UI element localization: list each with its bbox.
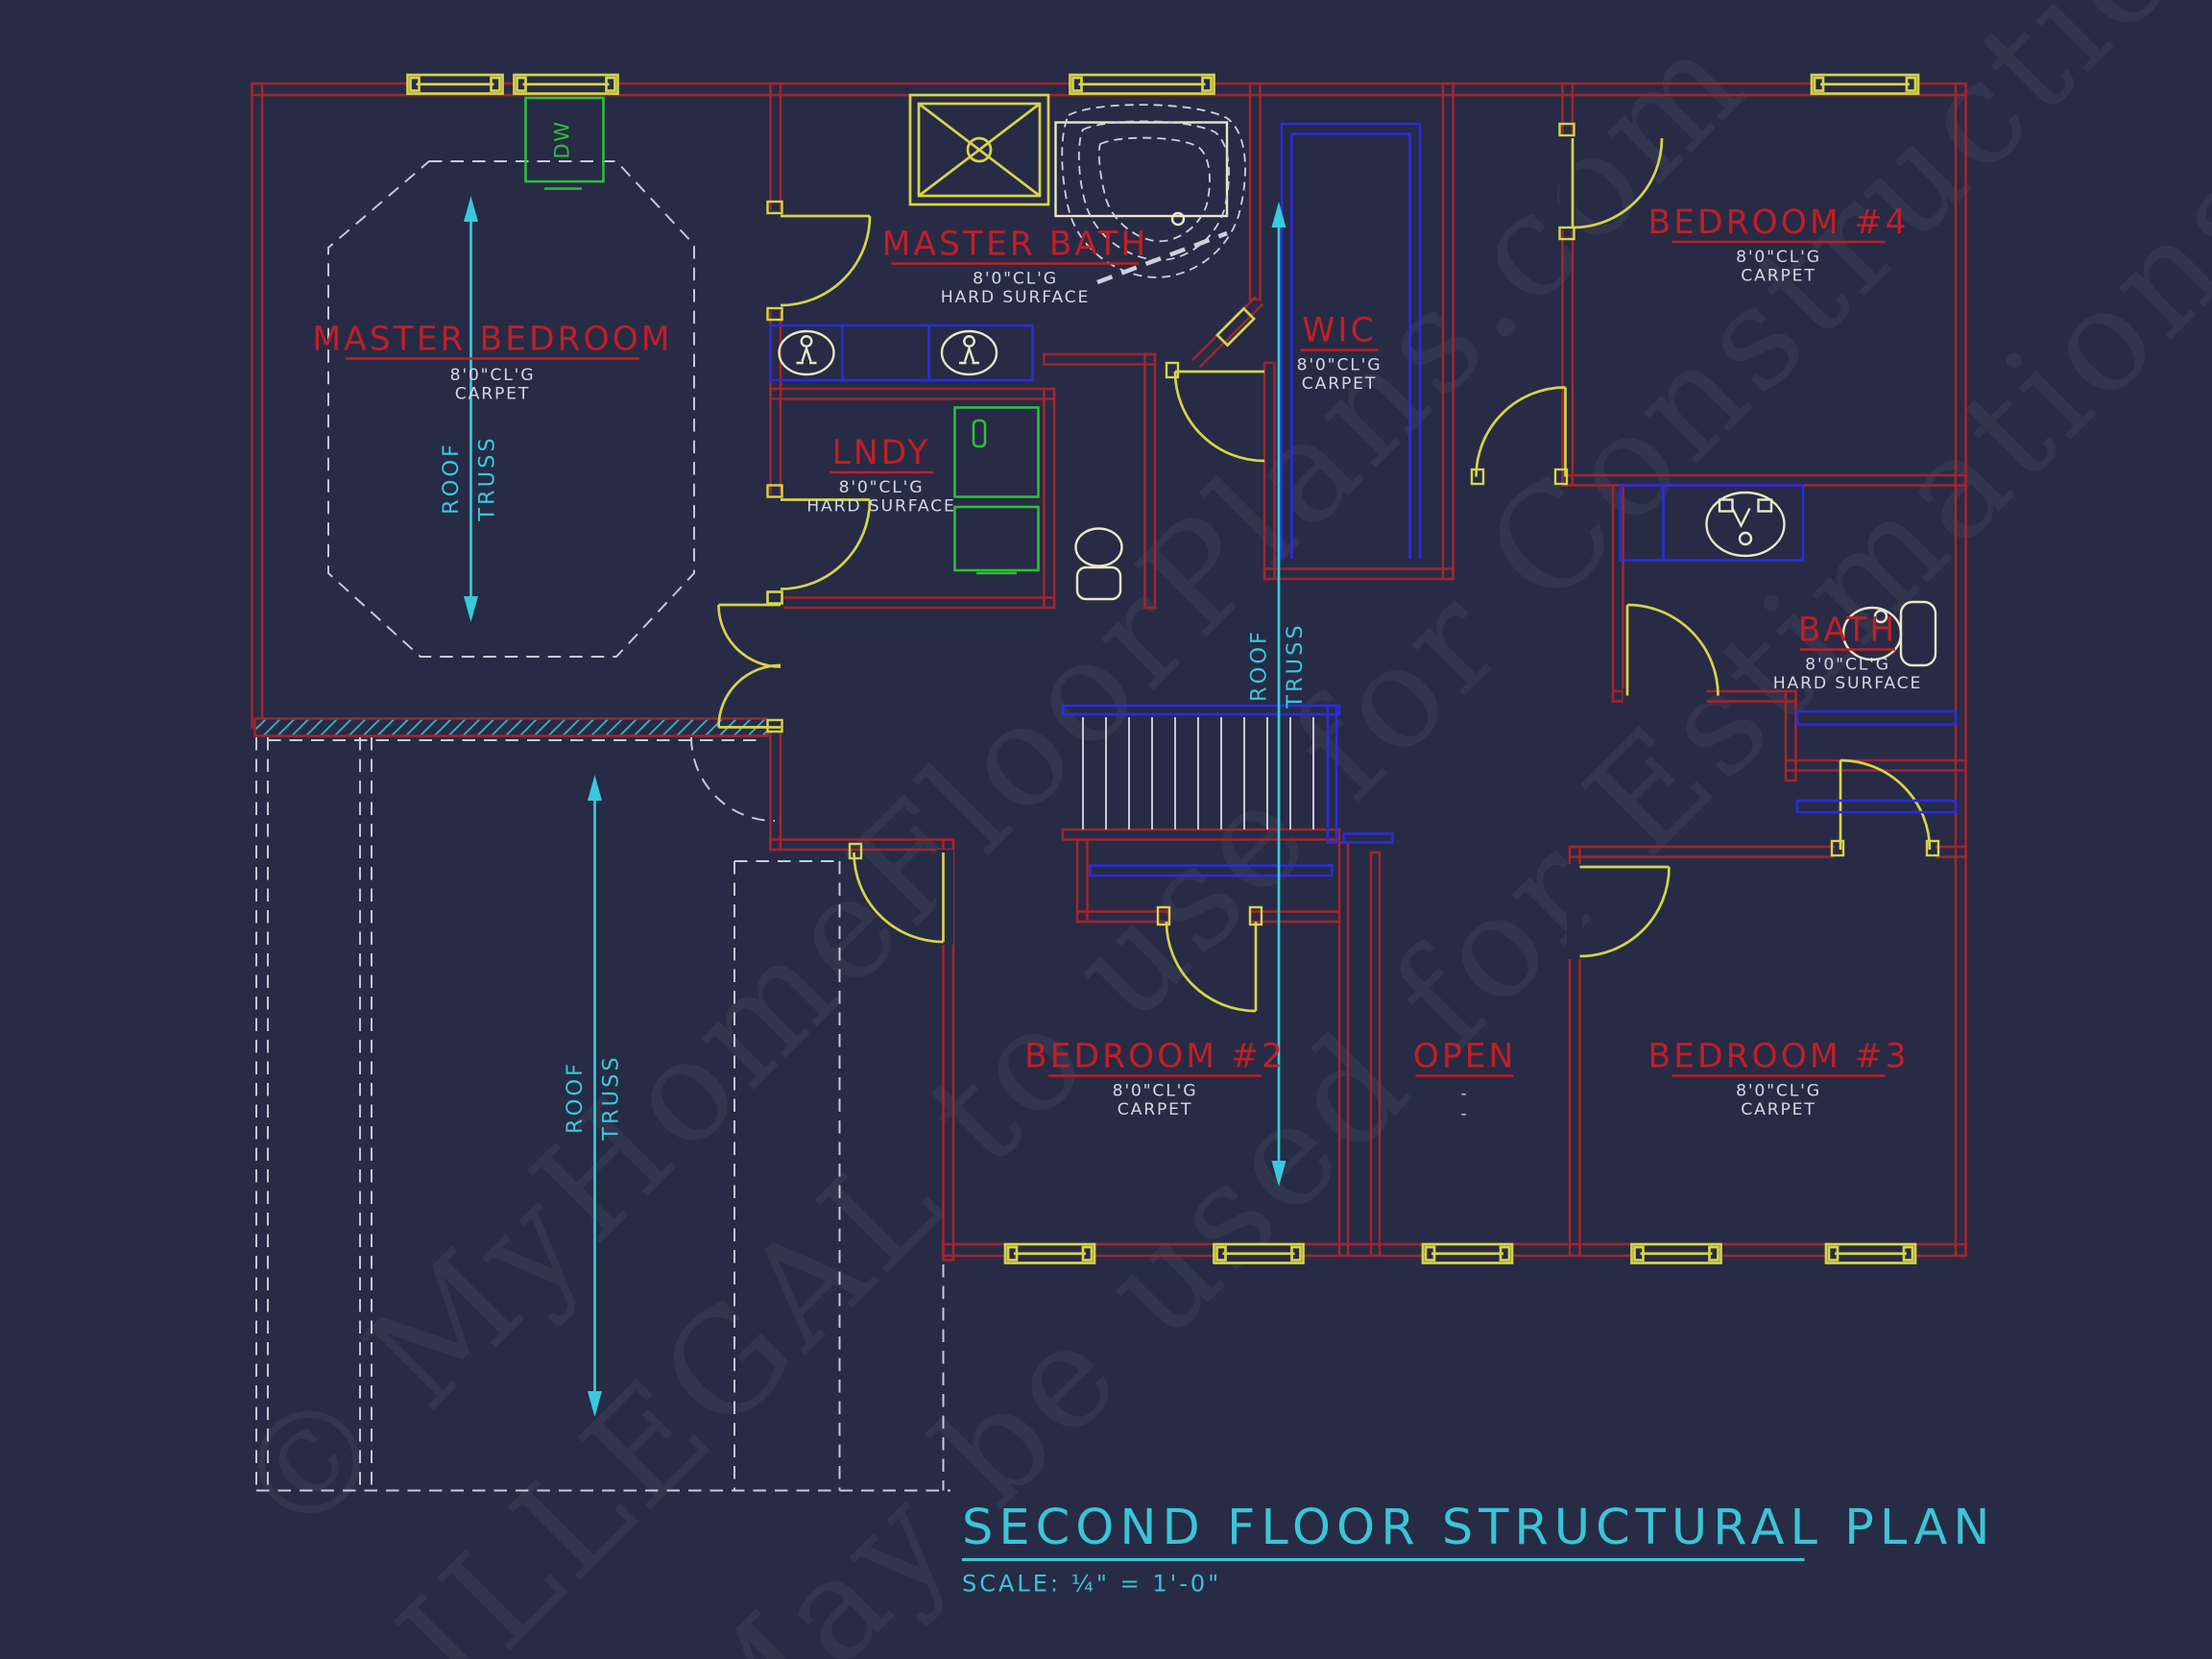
window: [1824, 1242, 1917, 1264]
truss-label: TRUSS: [475, 435, 500, 521]
svg-text:8'0"CL'G: 8'0"CL'G: [973, 270, 1058, 289]
dashed-door-swing: [690, 736, 776, 822]
stairs: [1061, 704, 1394, 878]
svg-text:CARPET: CARPET: [1741, 1100, 1815, 1119]
svg-text:8'0"CL'G: 8'0"CL'G: [839, 478, 925, 497]
roof-truss-annotations: ROOF TRUSS ROOF TRUSS ROOF TRUSS: [439, 196, 1308, 1417]
svg-text:8'0"CL'G: 8'0"CL'G: [1736, 248, 1821, 267]
door-bedroom2: [1156, 905, 1263, 1013]
door-bedroom3: [1579, 865, 1671, 958]
sink: [778, 329, 835, 376]
room-label-lndy: LNDY 8'0"CL'G HARD SURFACE: [806, 434, 955, 517]
svg-text:CARPET: CARPET: [1302, 374, 1377, 394]
door-hall-to-bath: [1470, 386, 1569, 486]
door-bath: [1625, 603, 1719, 696]
svg-text:WIC: WIC: [1302, 312, 1376, 350]
sink: [940, 329, 998, 376]
toilet: [1074, 527, 1123, 601]
svg-text:LNDY: LNDY: [832, 434, 931, 472]
shower: [908, 93, 1050, 206]
svg-text:MASTER BATH: MASTER BATH: [882, 226, 1149, 264]
svg-text:CARPET: CARPET: [455, 385, 530, 404]
window: [1069, 73, 1215, 95]
room-label-bedroom4: BEDROOM #4 8'0"CL'G CARPET: [1648, 204, 1910, 286]
svg-text:HARD SURFACE: HARD SURFACE: [1773, 674, 1922, 693]
roof-label: ROOF: [439, 442, 464, 515]
windows: [406, 73, 1920, 1264]
window: [1810, 73, 1920, 95]
room-label-master-bath: MASTER BATH 8'0"CL'G HARD SURFACE: [882, 226, 1149, 307]
stair-handrail: [1089, 864, 1334, 878]
master-bedroom-roof-octagon: [327, 160, 695, 658]
closet-shelf: [1795, 799, 1958, 814]
svg-text:OPEN: OPEN: [1413, 1038, 1517, 1076]
drawing-title-block: SECOND FLOOR STRUCTURAL PLAN SCALE: ¼" =…: [962, 1500, 1996, 1598]
wic-shelving: [1280, 122, 1422, 559]
roof-label: ROOF: [1247, 629, 1272, 702]
room-label-bath: BATH 8'0"CL'G HARD SURFACE: [1773, 612, 1922, 694]
svg-text:HARD SURFACE: HARD SURFACE: [806, 497, 955, 517]
room-label-bedroom2: BEDROOM #2 8'0"CL'G CARPET: [1024, 1038, 1286, 1120]
svg-text:8'0"CL'G: 8'0"CL'G: [1113, 1082, 1198, 1101]
linen-shelf: [1795, 709, 1958, 726]
room-label-bedroom3: BEDROOM #3 8'0"CL'G CARPET: [1648, 1038, 1910, 1120]
svg-text:HARD SURFACE: HARD SURFACE: [941, 288, 1090, 307]
svg-text:-: -: [1460, 1085, 1468, 1104]
door-bedroom3-closet: [1830, 758, 1940, 857]
svg-text:8'0"CL'G: 8'0"CL'G: [1805, 656, 1890, 675]
svg-text:BEDROOM #3: BEDROOM #3: [1648, 1038, 1910, 1076]
fixtures: DW: [524, 93, 1958, 814]
truss-label: TRUSS: [599, 1054, 624, 1141]
window: [1421, 1242, 1514, 1264]
window: [513, 73, 619, 95]
room-label-wic: WIC 8'0"CL'G CARPET: [1297, 312, 1382, 395]
roof-outline-dashed: [255, 160, 950, 1492]
window: [1003, 1242, 1096, 1264]
dw-unit: DW: [524, 96, 605, 190]
svg-text:BEDROOM #2: BEDROOM #2: [1024, 1038, 1286, 1076]
truss-arrow-center: ROOF TRUSS: [1247, 202, 1308, 1187]
hatched-bearing-wall: [253, 717, 769, 737]
svg-text:MASTER BEDROOM: MASTER BEDROOM: [312, 321, 672, 359]
svg-text:CARPET: CARPET: [1741, 267, 1815, 286]
drawing-scale: SCALE: ¼" = 1'-0": [962, 1571, 1221, 1598]
door-bedroom4: [1558, 122, 1664, 241]
truss-label: TRUSS: [1283, 622, 1308, 709]
dw-label: DW: [551, 121, 574, 159]
door-wic: [1165, 361, 1265, 463]
door-hall-bedroom2: [848, 842, 945, 944]
window: [1630, 1242, 1722, 1264]
window: [406, 73, 504, 95]
room-labels: MASTER BEDROOM 8'0"CL'G CARPET MASTER BA…: [312, 204, 1922, 1124]
sink: [1705, 491, 1786, 558]
truss-arrow-master-bedroom: ROOF TRUSS: [439, 196, 500, 622]
roof-label: ROOF: [563, 1061, 588, 1134]
door-master-bedroom-double: [717, 590, 783, 733]
lower-roof-dashed-lines: [255, 737, 950, 1492]
room-label-master-bedroom: MASTER BEDROOM 8'0"CL'G CARPET: [312, 321, 672, 404]
drawing-title: SECOND FLOOR STRUCTURAL PLAN: [962, 1500, 1996, 1556]
corner-window: [1214, 306, 1257, 348]
master-vanity: [769, 324, 1034, 382]
washer-dryer: [953, 406, 1040, 575]
doors: [717, 122, 1940, 1013]
window: [1213, 1242, 1305, 1264]
door-master-closet: [766, 484, 872, 605]
svg-text:BEDROOM #4: BEDROOM #4: [1648, 204, 1910, 242]
room-label-open: OPEN - -: [1413, 1038, 1517, 1124]
door-master-bath: [766, 200, 872, 322]
svg-text:BATH: BATH: [1798, 612, 1898, 650]
svg-text:8'0"CL'G: 8'0"CL'G: [450, 366, 536, 385]
toilet: [1841, 600, 1937, 667]
garden-tub: [1054, 104, 1246, 285]
svg-text:CARPET: CARPET: [1118, 1100, 1192, 1119]
svg-text:-: -: [1460, 1105, 1468, 1124]
truss-arrow-lower-roof: ROOF TRUSS: [563, 775, 624, 1417]
svg-text:8'0"CL'G: 8'0"CL'G: [1297, 356, 1382, 375]
bath-vanity: [1619, 484, 1805, 562]
svg-text:8'0"CL'G: 8'0"CL'G: [1736, 1082, 1821, 1101]
